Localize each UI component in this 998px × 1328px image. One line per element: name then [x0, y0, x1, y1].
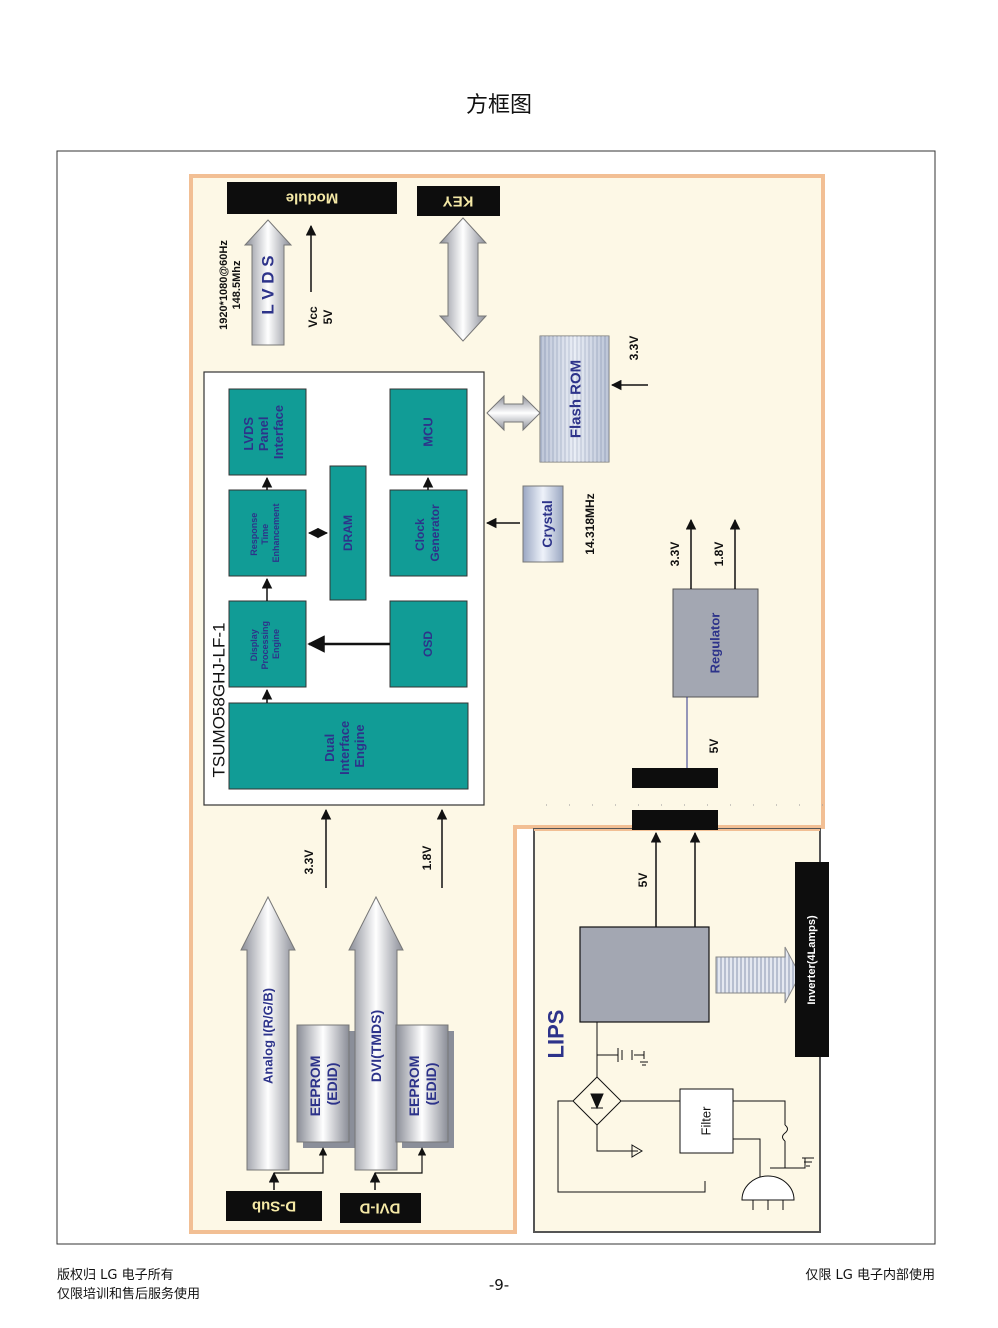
- svg-text:LVDS Panel Interfa: LVDS Panel Interface: [241, 405, 286, 459]
- vcc-label: Vcc: [306, 306, 320, 328]
- power-connector-top: [632, 768, 718, 788]
- analog-input-arrow: [240, 895, 296, 1171]
- eeprom-dvi-line2: (EDID): [423, 1063, 439, 1106]
- eeprom-analog-block: [296, 1024, 350, 1143]
- eeprom-analog-line2: (EDID): [324, 1063, 340, 1106]
- lvds-panel-line2: Panel: [256, 416, 271, 451]
- lips-5v-label: 5V: [636, 873, 650, 888]
- power-input-schematic: [557, 1022, 814, 1210]
- footer-internal: 仅限 LG 电子内部使用: [805, 1268, 935, 1283]
- footer-page-number: -9-: [488, 1276, 510, 1294]
- key-label: KEY: [443, 193, 474, 210]
- rte-block: [228, 489, 307, 577]
- crystal-frequency: 14.318MHz: [583, 493, 597, 554]
- osd-label: OSD: [421, 631, 435, 657]
- mcu-block: [389, 388, 468, 476]
- die-line1: Dual: [322, 734, 337, 762]
- flash-bus-arrow: [486, 394, 541, 432]
- svg-text:Clock Generator: Clock Generator: [413, 504, 442, 562]
- inverter-block: [795, 862, 829, 1057]
- clock-line1: Clock: [413, 518, 427, 551]
- footer-copyright: 版权归 LG 电子所有: [57, 1268, 174, 1283]
- dvid-label: DVI-D: [359, 1200, 400, 1217]
- inverter-arrow: [715, 946, 801, 1004]
- regulator-1v8-label: 1.8V: [712, 542, 726, 567]
- svg-text:Response Time Enha: Response Time Enhancement: [249, 503, 281, 562]
- vcc-5v-label: 5V: [321, 310, 335, 325]
- filter-label: Filter: [699, 1106, 714, 1136]
- dpe-line2: Processing: [260, 621, 270, 670]
- dram-block: [329, 465, 367, 601]
- lvds-resolution: 1920*1080@60Hz: [218, 240, 230, 330]
- svg-text:Dual Interface Eng: Dual Interface Engine: [322, 717, 367, 775]
- analog-label: Analog I(R/G/B): [261, 988, 276, 1084]
- mcu-label: MCU: [421, 417, 436, 447]
- lips-board: [533, 828, 821, 1233]
- dram-label: DRAM: [341, 515, 355, 551]
- rte-line3: Enhancement: [271, 503, 281, 562]
- flash-rom-label: Flash ROM: [568, 360, 585, 438]
- module-connector: [227, 182, 397, 214]
- lvds-clock: 148.5Mhz: [231, 260, 243, 309]
- rte-line1: Response: [249, 513, 259, 556]
- dpe-line3: Engine: [271, 629, 281, 659]
- lvds-panel-block: [228, 388, 307, 476]
- lips-label: LIPS: [544, 1010, 569, 1059]
- module-label: Module: [286, 190, 339, 207]
- die-line3: Engine: [352, 724, 367, 767]
- eeprom-dvi-line1: EEPROM: [406, 1056, 422, 1117]
- die-block: [228, 702, 469, 790]
- eeprom-analog-line1: EEPROM: [307, 1056, 323, 1117]
- eeprom-dvi-block: [395, 1024, 449, 1143]
- crystal-label: Crystal: [539, 500, 555, 547]
- chip-3v3-label: 3.3V: [302, 850, 316, 875]
- page-title: 方框图: [465, 93, 532, 118]
- regulator-3v3-label: 3.3V: [668, 542, 682, 567]
- dvi-label: DVI(TMDS): [368, 1010, 384, 1082]
- rte-line2: Time: [260, 524, 270, 545]
- inverter-label: Inverter(4Lamps): [806, 915, 818, 1005]
- crystal-block: [522, 485, 564, 563]
- svg-text:EEPROM (EDID): EEPROM (EDID): [406, 1052, 439, 1117]
- clock-line2: Generator: [428, 504, 442, 562]
- lvds-panel-line3: Interface: [271, 405, 286, 459]
- die-line2: Interface: [337, 721, 352, 775]
- svg-text:Display Processing: Display Processing Engine: [249, 618, 281, 669]
- lvds-panel-line1: LVDS: [241, 417, 256, 451]
- dsub-label: D-Sub: [252, 1198, 296, 1215]
- chip-name: TSUMO58GHJ-LF-1: [210, 623, 229, 778]
- dpe-block: [228, 600, 307, 688]
- dvid-connector: [340, 1193, 421, 1223]
- lvds-label: L V D S: [259, 255, 278, 314]
- regulator-block: [672, 588, 759, 698]
- power-connector-bottom: [632, 810, 718, 830]
- dpe-line1: Display: [249, 629, 259, 661]
- chip-1v8-label: 1.8V: [420, 846, 434, 871]
- regulator-5v-label: 5V: [707, 739, 721, 754]
- regulator-label: Regulator: [708, 613, 723, 674]
- lips-power-block: [579, 926, 710, 1023]
- flash-3v3-label: 3.3V: [627, 336, 641, 361]
- key-arrow: [438, 217, 488, 342]
- outer-frame: [56, 150, 936, 1245]
- dsub-connector: [226, 1191, 322, 1221]
- lvds-arrow: [243, 219, 293, 346]
- osd-block: [389, 600, 468, 688]
- footer-usage: 仅限培训和售后服务使用: [57, 1287, 201, 1302]
- svg-text:EEPROM (EDID): EEPROM (EDID): [307, 1052, 340, 1117]
- key-connector: [417, 186, 500, 216]
